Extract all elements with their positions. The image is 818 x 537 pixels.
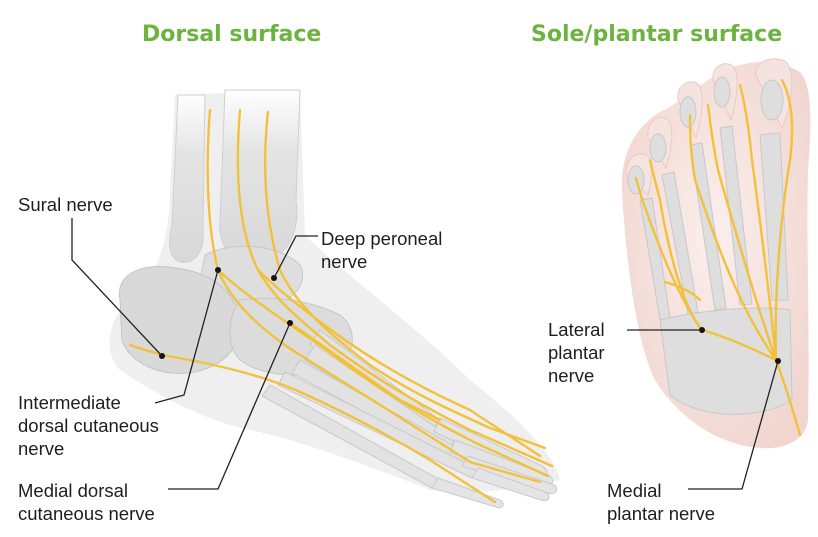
lateral-plantar-label-line-2: plantar bbox=[548, 341, 605, 364]
medial-plantar-label-line-1: Medial bbox=[607, 479, 715, 502]
plantar-foot-illustration bbox=[622, 59, 811, 489]
lateral-plantar-nerve-label: Lateral plantar nerve bbox=[548, 318, 605, 387]
dorsal-surface-title: Dorsal surface bbox=[142, 22, 321, 47]
deep-peroneal-nerve-label: Deep peroneal nerve bbox=[321, 227, 442, 273]
intermediate-dorsal-cutaneous-nerve-label: Intermediate dorsal cutaneous nerve bbox=[18, 391, 159, 460]
lateral-plantar-label-line-3: nerve bbox=[548, 364, 605, 387]
intermediate-label-line-2: dorsal cutaneous bbox=[18, 414, 159, 437]
medial-plantar-label-line-2: plantar nerve bbox=[607, 502, 715, 525]
sural-nerve-label: Sural nerve bbox=[18, 193, 113, 216]
sural-nerve-label-line: Sural nerve bbox=[18, 193, 113, 216]
medial-dorsal-label-line-2: cutaneous nerve bbox=[18, 502, 155, 525]
deep-peroneal-label-line-1: Deep peroneal bbox=[321, 227, 442, 250]
intermediate-label-line-3: nerve bbox=[18, 437, 159, 460]
medial-dorsal-cutaneous-nerve-label: Medial dorsal cutaneous nerve bbox=[18, 479, 155, 525]
tibia-bone bbox=[220, 90, 300, 263]
deep-peroneal-label-line-2: nerve bbox=[321, 250, 442, 273]
medial-plantar-nerve-label: Medial plantar nerve bbox=[607, 479, 715, 525]
lateral-plantar-label-line-1: Lateral bbox=[548, 318, 605, 341]
medial-dorsal-label-line-1: Medial dorsal bbox=[18, 479, 155, 502]
plantar-surface-title: Sole/plantar surface bbox=[531, 22, 782, 47]
intermediate-label-line-1: Intermediate bbox=[18, 391, 159, 414]
